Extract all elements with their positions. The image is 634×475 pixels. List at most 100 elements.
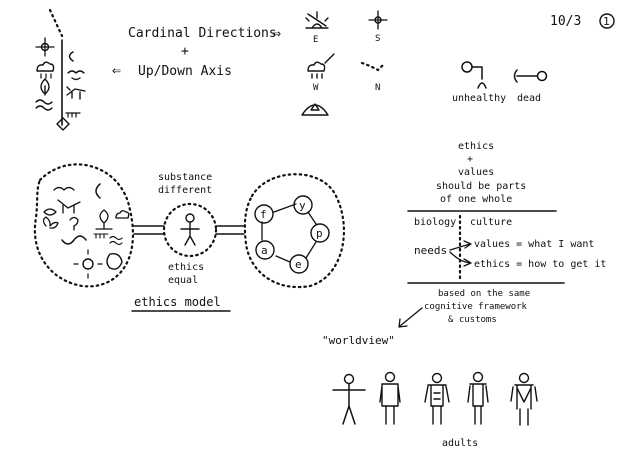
sun-star-icon [35, 37, 55, 57]
ethics-model-diagram: substance different ethics equal f y p e [33, 163, 345, 312]
cycle-node-f [254, 204, 274, 224]
cluster-creature-icon [57, 199, 81, 214]
values-line-plus: + [467, 154, 473, 165]
values-cluster-outline [243, 173, 345, 289]
cycle-node-y [293, 195, 313, 215]
directions-title: Cardinal Directions [128, 26, 277, 41]
cluster-tree-icon [95, 209, 113, 230]
unhealthy-figure-icon [471, 66, 487, 89]
bird-icon [67, 70, 85, 81]
north-label: N [375, 83, 380, 93]
axis-glyph-column [35, 8, 86, 131]
based-line-2: cognitive framework [424, 302, 528, 312]
north-dotted-icon [360, 61, 385, 72]
dead-figure-icon [513, 69, 538, 83]
water-waves-icon [35, 99, 53, 111]
cluster-butterfly-icon [42, 216, 59, 229]
cluster-moon-icon [95, 183, 101, 199]
west-label: W [313, 83, 319, 93]
date-note: 10/3 [550, 14, 581, 29]
based-line-1: based on the same [438, 289, 530, 299]
directions-block: Cardinal Directions ⇒ + ⇐ Up/Down Axis E… [112, 10, 388, 116]
figure-1-icon [332, 373, 366, 425]
cycle-letter-e: e [295, 258, 302, 271]
cycle-link-4 [275, 255, 291, 263]
culture-label: culture [470, 217, 512, 228]
needs-to-values-arrow [449, 240, 472, 251]
nature-cluster-outline [33, 163, 135, 288]
page-number: 1 [603, 15, 610, 28]
cycle-letter-f: f [260, 208, 267, 221]
earth-diamond-icon [56, 117, 70, 131]
values-definition: values = what I want [474, 239, 594, 250]
person-circle-outline [162, 202, 218, 258]
values-cycle: f y p e a [254, 195, 330, 274]
adult-figures-row: adults [332, 371, 538, 449]
cluster-hatch-icon [93, 233, 109, 239]
east-label: E [313, 35, 318, 45]
ethics-label-1: ethics [168, 262, 204, 273]
cluster-eye-icon [43, 208, 57, 216]
cycle-letter-p: p [316, 227, 323, 240]
ethics-label-2: equal [168, 275, 198, 286]
south-label: S [375, 34, 380, 44]
person-stick-figure-icon [180, 213, 200, 246]
unhealthy-label: unhealthy [452, 93, 506, 104]
cluster-sun-rays-icon [73, 249, 103, 279]
figure-4-icon [467, 371, 489, 425]
needs-to-ethics-arrow [449, 251, 472, 267]
ethics-definition: ethics = how to get it [474, 259, 606, 270]
east-sunrise-icon [305, 11, 329, 29]
cluster-sun-icon [82, 258, 94, 270]
substance-label-2: different [158, 185, 212, 196]
nature-cluster-glyphs [42, 183, 130, 279]
values-line-whole: of one whole [440, 194, 512, 205]
based-line-3: & customs [448, 315, 497, 325]
creature-icon [66, 86, 86, 100]
cycle-node-a [255, 240, 275, 260]
south-star-icon [368, 10, 388, 30]
worldview-label: "worldview" [322, 334, 395, 347]
dead-label: dead [517, 93, 541, 104]
directions-arrow-left: ⇐ [112, 61, 121, 79]
cluster-question-icon [69, 216, 79, 231]
cycle-node-e [289, 254, 309, 274]
axis-dotted-top [48, 8, 64, 38]
cycle-link-2 [307, 211, 317, 225]
directions-plus: + [181, 44, 189, 59]
substance-label-1: substance [158, 172, 212, 183]
ethics-model-title: ethics model [134, 295, 221, 309]
cycle-node-p [310, 223, 330, 243]
values-line-should: should be parts [436, 181, 526, 192]
dead-figure-head [536, 70, 548, 82]
values-line-values: values [458, 167, 494, 178]
cluster-bird-icon [53, 186, 75, 191]
ground-hatch-icon [65, 112, 81, 118]
adults-label: adults [442, 438, 478, 449]
leaf-icon [40, 78, 50, 96]
page-number-circle [599, 13, 615, 29]
figure-3-icon [424, 372, 450, 425]
health-glyphs: unhealthy dead [452, 61, 548, 104]
west-cloud-icon [307, 53, 335, 79]
cluster-cloud-icon [115, 210, 130, 219]
values-block: ethics + values should be parts of one w… [322, 141, 606, 347]
cluster-snake-icon [61, 235, 87, 245]
cycle-link-1 [273, 203, 297, 213]
needs-label: needs [414, 244, 447, 257]
cloud-rain-icon [36, 61, 55, 79]
directions-arrow-right: ⇒ [272, 24, 281, 42]
figure-2-icon [379, 371, 401, 425]
cycle-letter-a: a [261, 244, 268, 257]
cluster-waves-icon [109, 235, 123, 246]
updown-axis-label: Up/Down Axis [138, 64, 232, 79]
cycle-letter-y: y [299, 199, 306, 212]
figure-5-icon [510, 372, 538, 426]
cycle-link-3 [305, 241, 317, 259]
dome-icon [301, 103, 329, 116]
moon-icon [68, 51, 74, 62]
unhealthy-head [461, 61, 473, 73]
worldview-arrow [398, 307, 423, 328]
values-line-ethics: ethics [458, 141, 494, 152]
